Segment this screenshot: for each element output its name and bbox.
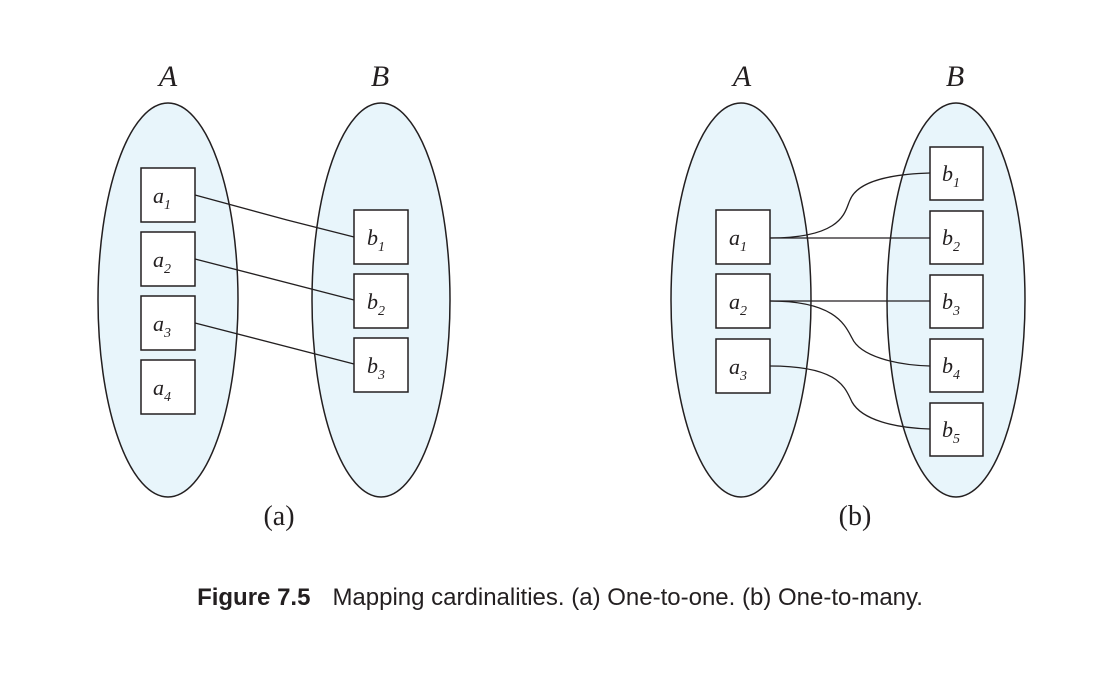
panel-b-element-a2: a2 bbox=[715, 273, 771, 329]
panel-b-element-a3: a3 bbox=[715, 338, 771, 394]
panel-b-element-b5: b5 bbox=[929, 402, 984, 457]
panel-a-element-b3: b3 bbox=[353, 337, 409, 393]
svg-text:a1: a1 bbox=[153, 183, 171, 213]
figure-caption-text: Mapping cardinalities. (a) One-to-one. (… bbox=[332, 584, 923, 611]
panel-a-edge-a2-b2 bbox=[194, 258, 355, 301]
svg-text:a2: a2 bbox=[153, 247, 171, 277]
svg-text:a4: a4 bbox=[153, 375, 171, 405]
svg-text:b1: b1 bbox=[942, 161, 960, 191]
svg-text:b4: b4 bbox=[942, 353, 960, 383]
panel-a-label: (a) bbox=[263, 501, 294, 532]
svg-text:b1: b1 bbox=[367, 225, 385, 255]
svg-text:b2: b2 bbox=[942, 225, 960, 255]
panel-b-edge-a3-b5 bbox=[769, 365, 931, 430]
panel-b-element-b3: b3 bbox=[929, 274, 984, 329]
svg-text:b2: b2 bbox=[367, 289, 385, 319]
panel-b-edge-a2-b4 bbox=[769, 300, 931, 367]
svg-text:b5: b5 bbox=[942, 417, 960, 447]
panel-a-element-a4: a4 bbox=[140, 359, 196, 415]
svg-text:b3: b3 bbox=[367, 353, 385, 383]
panel-a-element-a1: a1 bbox=[140, 167, 196, 223]
svg-text:a3: a3 bbox=[153, 311, 171, 341]
panel-b: A B a1 a2 a3 b1 b2 bbox=[670, 60, 1026, 532]
panel-a-element-a2: a2 bbox=[140, 231, 196, 287]
svg-text:a3: a3 bbox=[729, 354, 747, 384]
panel-b-label: (b) bbox=[839, 501, 872, 532]
panel-a-element-b2: b2 bbox=[353, 273, 409, 329]
panel-b-element-b2: b2 bbox=[929, 210, 984, 265]
panel-a-set-a-label: A bbox=[157, 60, 178, 93]
panel-b-edge-a1-b1 bbox=[769, 172, 931, 239]
panel-a-edge-a1-b1 bbox=[194, 194, 355, 238]
panel-b-element-b4: b4 bbox=[929, 338, 984, 393]
panel-a-edge-a3-b3 bbox=[194, 322, 355, 365]
svg-text:a1: a1 bbox=[729, 225, 747, 255]
figure-caption: Figure 7.5 Mapping cardinalities. (a) One… bbox=[0, 584, 1120, 612]
panel-b-set-b-label: B bbox=[946, 60, 964, 93]
panel-a: A B a1 a2 a3 a4 b1 bbox=[97, 60, 451, 532]
figure-caption-number: Figure 7.5 bbox=[197, 584, 311, 611]
panel-b-set-a-label: A bbox=[731, 60, 752, 93]
svg-text:b3: b3 bbox=[942, 289, 960, 319]
svg-text:a2: a2 bbox=[729, 289, 747, 319]
panel-b-element-a1: a1 bbox=[715, 209, 771, 265]
panel-a-set-b-label: B bbox=[371, 60, 389, 93]
panel-a-element-b1: b1 bbox=[353, 209, 409, 265]
panel-a-element-a3: a3 bbox=[140, 295, 196, 351]
panel-b-element-b1: b1 bbox=[929, 146, 984, 201]
